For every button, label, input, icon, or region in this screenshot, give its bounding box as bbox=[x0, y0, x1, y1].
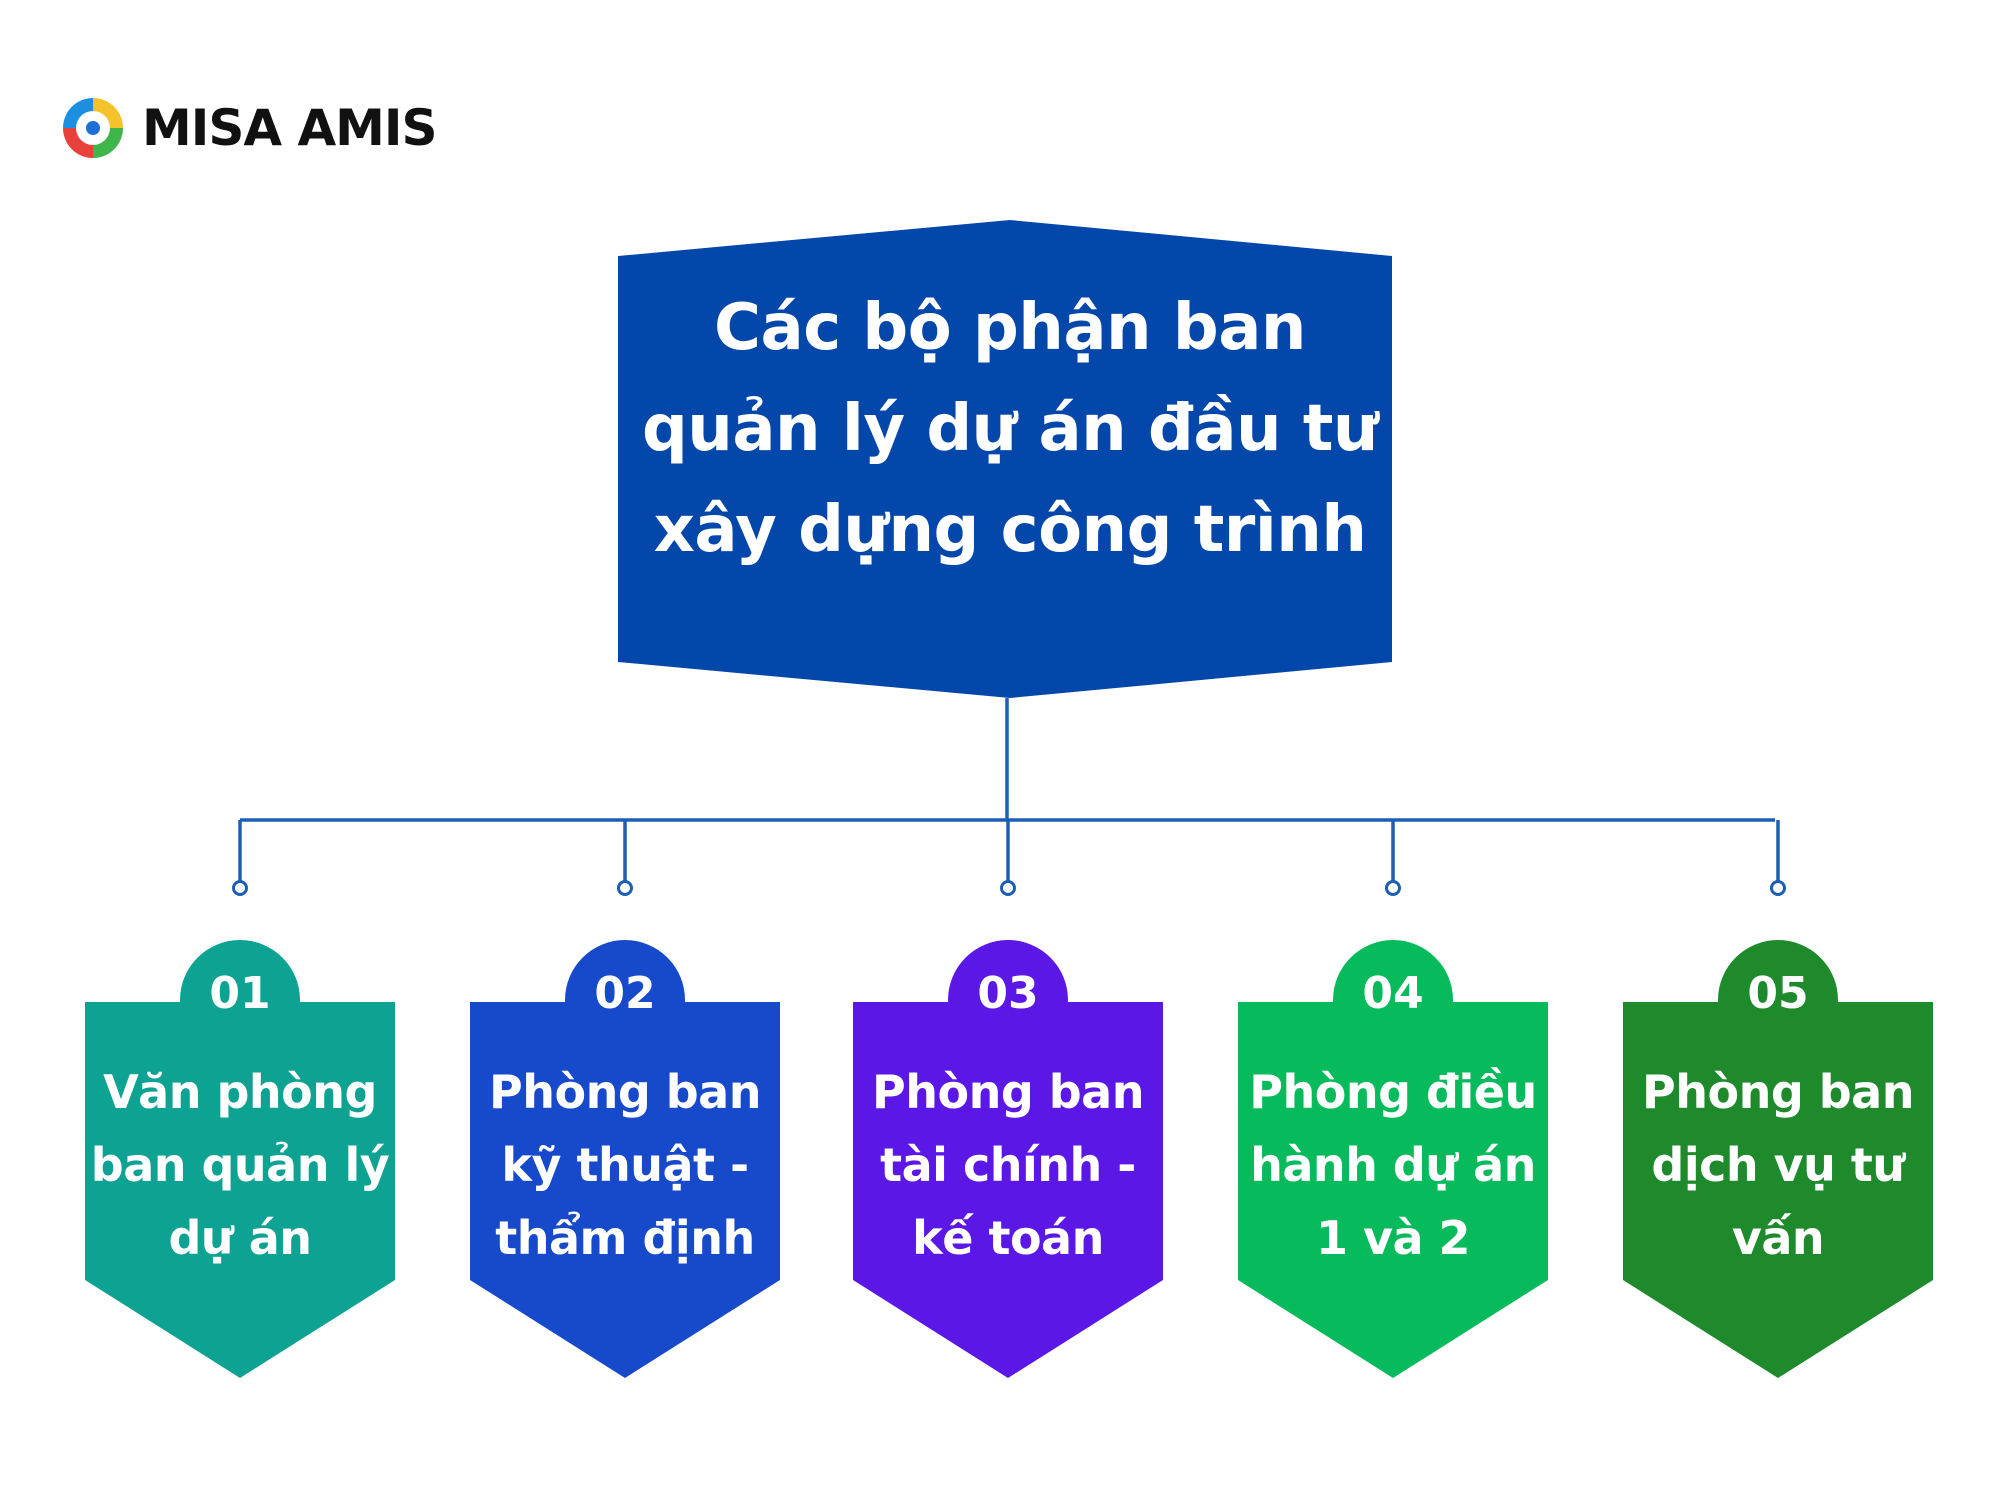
connector-node bbox=[617, 880, 633, 896]
card-body bbox=[1238, 1002, 1548, 1378]
department-number: 05 bbox=[1747, 968, 1809, 1019]
connector-node bbox=[1385, 880, 1401, 896]
department-label: Văn phòng ban quản lý dự án bbox=[90, 1064, 390, 1265]
department-number: 02 bbox=[594, 968, 656, 1019]
brand-name: MISA AMIS bbox=[142, 99, 438, 157]
connector-node bbox=[232, 880, 248, 896]
brand-logo: MISA AMIS bbox=[58, 88, 438, 168]
department-card-01 bbox=[85, 940, 395, 1378]
root-title: Các bộ phận ban quản lý dự án đầu tư xây… bbox=[641, 291, 1379, 567]
connector-node bbox=[1770, 880, 1786, 896]
department-card-05 bbox=[1623, 940, 1933, 1378]
root-box bbox=[618, 220, 1392, 698]
card-body bbox=[85, 1002, 395, 1378]
department-label: Phòng điều hành dự án 1 và 2 bbox=[1249, 1064, 1537, 1265]
department-number: 01 bbox=[209, 968, 271, 1019]
department-label: Phòng ban tài chính - kế toán bbox=[872, 1064, 1144, 1265]
card-body bbox=[1623, 1002, 1933, 1378]
card-body bbox=[470, 1002, 780, 1378]
department-label: Phòng ban kỹ thuật - thẩm định bbox=[489, 1064, 761, 1265]
card-body bbox=[853, 1002, 1163, 1378]
department-label: Phòng ban dịch vụ tư vấn bbox=[1642, 1064, 1914, 1265]
department-number: 04 bbox=[1362, 968, 1424, 1019]
connector-node bbox=[1000, 880, 1016, 896]
department-card-04 bbox=[1238, 940, 1548, 1378]
misa-swirl-icon bbox=[63, 98, 123, 158]
department-card-03 bbox=[853, 940, 1163, 1378]
department-number: 03 bbox=[977, 968, 1039, 1019]
department-card-02 bbox=[470, 940, 780, 1378]
